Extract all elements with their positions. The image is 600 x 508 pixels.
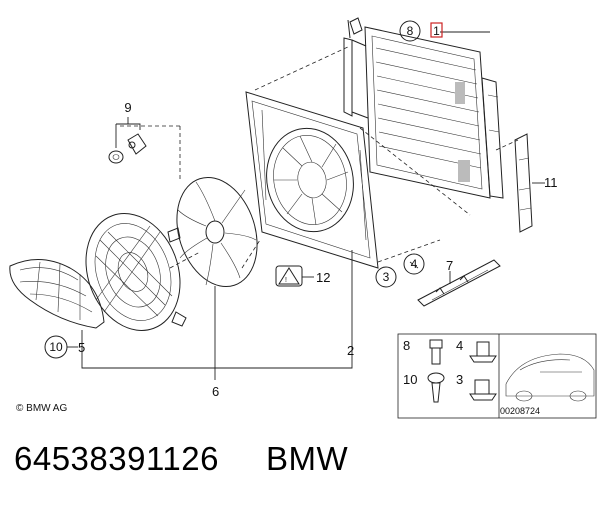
- motor-cover: [9, 258, 105, 329]
- svg-text:!: !: [285, 277, 287, 284]
- callout-1: 1: [433, 24, 440, 38]
- callout-11: 11: [544, 175, 558, 190]
- car-icon: [505, 353, 595, 402]
- side-bracket: [514, 133, 545, 233]
- part-number: 64538391126: [14, 440, 219, 477]
- condenser-radiator: [343, 17, 504, 199]
- callout-12: 12: [316, 270, 330, 285]
- callout-7: 7: [446, 258, 453, 273]
- callout-10: 10: [49, 340, 63, 354]
- callout-4: 4: [411, 257, 418, 271]
- legend-4: 4: [456, 338, 463, 353]
- callout-9: 9: [124, 100, 131, 115]
- callout-3: 3: [383, 270, 390, 284]
- fan-shroud: [245, 91, 379, 269]
- leader-lines: [81, 31, 519, 369]
- seal-strip: [417, 259, 501, 307]
- callout-8: 8: [407, 24, 414, 38]
- retaining-clip: [108, 117, 147, 164]
- callout-5: 5: [78, 340, 85, 355]
- callouts: 8 1 9 11 4 3 7 12 10 5 6 2: [44, 20, 558, 399]
- callout-6: 6: [212, 384, 219, 399]
- copyright-text: © BMW AG: [16, 403, 68, 414]
- brand-name: BMW: [266, 440, 349, 477]
- hardware-legend: 8 4 10 3: [397, 333, 597, 419]
- diagram-id: 00208724: [500, 406, 541, 416]
- warning-label: !: [275, 265, 314, 287]
- legend-8: 8: [403, 338, 410, 353]
- fan-guard: [85, 213, 187, 331]
- legend-3: 3: [456, 372, 463, 387]
- legend-10: 10: [403, 372, 417, 387]
- highlight-box: [430, 22, 443, 38]
- fan-blade: [176, 176, 258, 380]
- callout-2: 2: [347, 343, 354, 358]
